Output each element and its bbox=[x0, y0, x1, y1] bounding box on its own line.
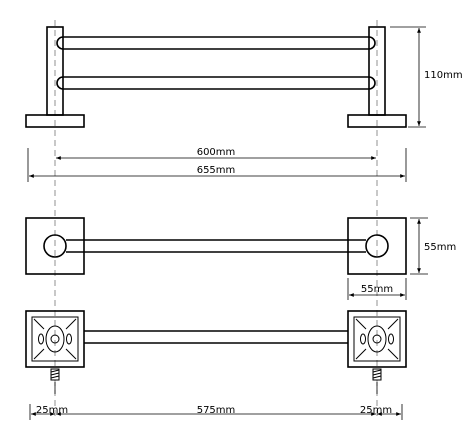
overall-width-label: 655mm bbox=[197, 165, 236, 176]
left-mount-side-hole bbox=[66, 333, 72, 345]
right-knob bbox=[365, 234, 389, 258]
height-label: 110mm bbox=[424, 70, 463, 81]
left-mount-hole bbox=[50, 334, 60, 344]
left-mount-inner bbox=[31, 316, 79, 362]
upper-rail bbox=[56, 36, 376, 50]
right-mount-side-hole bbox=[360, 333, 366, 345]
right-plate bbox=[347, 217, 407, 275]
mounting-view: 25mm 575mm 25mm bbox=[25, 310, 407, 420]
right-mount-inner bbox=[353, 316, 401, 362]
top-view: 55mm 55mm bbox=[25, 217, 456, 300]
right-mount-corner bbox=[355, 348, 367, 360]
right-offset-label: 25mm bbox=[360, 405, 392, 416]
right-mount-hole bbox=[372, 334, 382, 344]
right-mount-corner bbox=[355, 318, 367, 330]
right-mount-corner bbox=[387, 348, 399, 360]
inner-width-label: 600mm bbox=[197, 147, 236, 158]
plate-width-label: 55mm bbox=[361, 284, 393, 295]
right-base bbox=[347, 114, 407, 128]
plate-height-label: 55mm bbox=[424, 242, 456, 253]
left-offset-label: 25mm bbox=[36, 405, 68, 416]
front-view: 110mm bbox=[25, 26, 463, 128]
right-mount-plate bbox=[347, 310, 407, 368]
left-screw-icon bbox=[50, 368, 60, 394]
left-plate bbox=[25, 217, 85, 275]
left-mount-corner bbox=[33, 318, 45, 330]
right-mount-slot bbox=[367, 325, 387, 353]
left-mount-side-hole bbox=[38, 333, 44, 345]
left-knob bbox=[43, 234, 67, 258]
right-mount-side-hole bbox=[388, 333, 394, 345]
lower-rail bbox=[56, 76, 376, 90]
bar-length-label: 575mm bbox=[197, 405, 236, 416]
left-mount-corner bbox=[33, 348, 45, 360]
width-dimensions: 600mm 655mm bbox=[27, 147, 407, 182]
right-screw-icon bbox=[372, 368, 382, 394]
left-mount-slot bbox=[45, 325, 65, 353]
left-mount-corner bbox=[65, 348, 77, 360]
left-base bbox=[25, 114, 85, 128]
right-mount-corner bbox=[387, 318, 399, 330]
left-mount-plate bbox=[25, 310, 85, 368]
left-mount-corner bbox=[65, 318, 77, 330]
